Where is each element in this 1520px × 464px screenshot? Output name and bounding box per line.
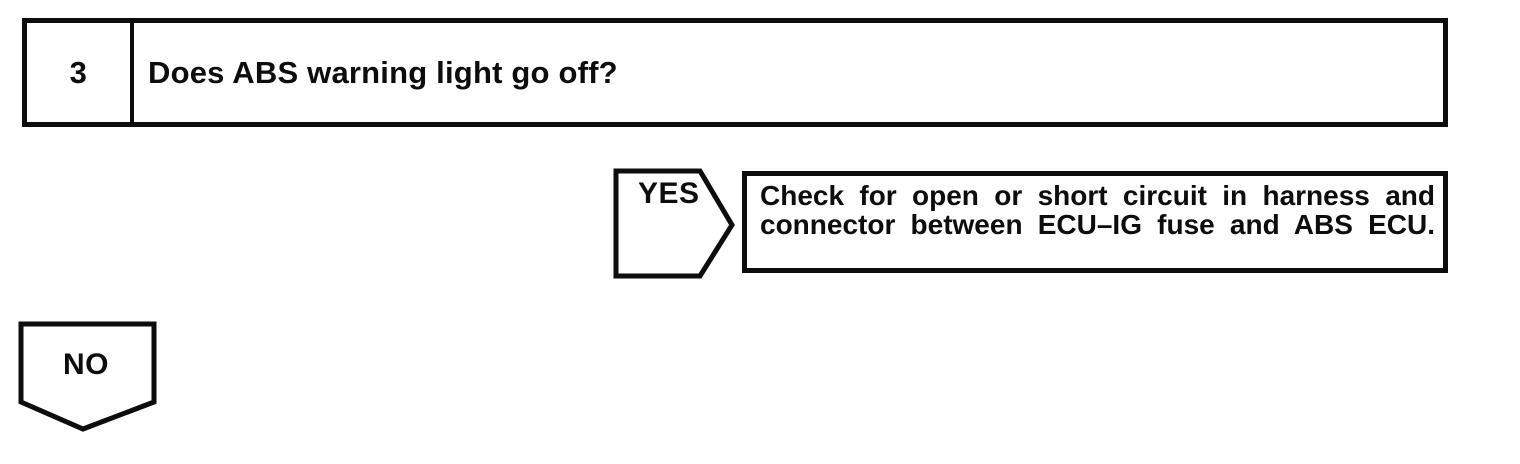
yes-arrow-icon bbox=[613, 168, 735, 279]
step-question-box: 3 Does ABS warning light go off? bbox=[22, 18, 1448, 127]
step-number: 3 bbox=[69, 54, 88, 90]
step-question-text: Does ABS warning light go off? bbox=[148, 54, 618, 90]
question-text-cell: Does ABS warning light go off? bbox=[134, 23, 1443, 122]
no-arrow-outline bbox=[18, 321, 157, 432]
yes-action-box: Check for open or short circuit in harne… bbox=[742, 171, 1448, 273]
step-number-cell: 3 bbox=[27, 23, 134, 122]
yes-action-line-1: Check for open or short circuit in harne… bbox=[760, 180, 1435, 211]
yes-action-line-2: connector between ECU–IG fuse and ABS EC… bbox=[760, 209, 1435, 240]
yes-label: YES bbox=[638, 177, 700, 210]
yes-arrow-outline bbox=[613, 168, 735, 279]
no-arrow-icon bbox=[18, 321, 157, 432]
no-label: NO bbox=[63, 348, 109, 381]
